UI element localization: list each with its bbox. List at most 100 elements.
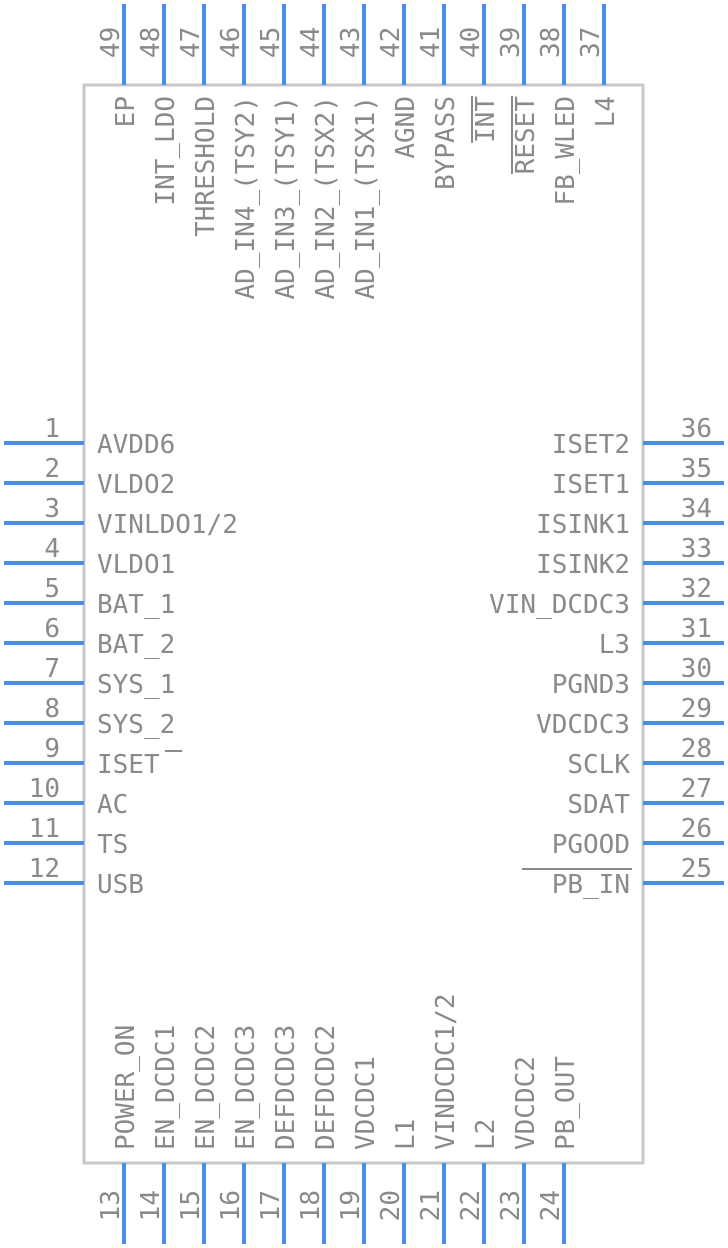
pin-number-2: 2 xyxy=(44,454,60,484)
pin-label-vldo1: VLDO1 xyxy=(97,550,175,580)
pin-label-ad-in2-tsx2: AD_IN2_(TSX2) xyxy=(311,96,341,300)
pin-number-27: 27 xyxy=(681,774,712,804)
pin-label-ad-in3-tsy1: AD_IN3_(TSY1) xyxy=(271,96,301,300)
pin-label-iset1: ISET1 xyxy=(552,470,630,500)
pin-number-14: 14 xyxy=(136,1190,166,1221)
pin-number-33: 33 xyxy=(681,534,712,564)
pin-label-int: INT xyxy=(471,96,501,143)
pin-number-26: 26 xyxy=(681,814,712,844)
pin-number-34: 34 xyxy=(681,494,712,524)
pin-label-ep: EP xyxy=(111,96,141,127)
pin-number-43: 43 xyxy=(336,27,366,58)
pin-label-sys-1: SYS_1 xyxy=(97,670,175,700)
pin-number-30: 30 xyxy=(681,654,712,684)
pin-label-ad-in4-tsy2: AD_IN4_(TSY2) xyxy=(231,96,261,300)
pin-label-l2: L2 xyxy=(471,1119,501,1150)
pin-label-sclk: SCLK xyxy=(567,750,630,780)
pin-number-22: 22 xyxy=(456,1190,486,1221)
pin-label-vdcdc2: VDCDC2 xyxy=(511,1056,541,1150)
pin-number-7: 7 xyxy=(44,654,60,684)
pin-number-24: 24 xyxy=(536,1190,566,1221)
pin-number-13: 13 xyxy=(96,1190,126,1221)
pin-label-pgnd3: PGND3 xyxy=(552,670,630,700)
pin-number-31: 31 xyxy=(681,614,712,644)
pin-label-en-dcdc2: EN_DCDC2 xyxy=(191,1025,221,1150)
pin-number-46: 46 xyxy=(216,27,246,58)
pin-label-bat-1: BAT_1 xyxy=(97,590,175,620)
ic-body xyxy=(82,83,645,1165)
pin-label-pb-out: PB_OUT xyxy=(551,1056,581,1150)
pin-number-29: 29 xyxy=(681,694,712,724)
pin-label-sys-2: SYS_2 xyxy=(97,710,175,740)
pin-label-l4: L4 xyxy=(591,96,621,127)
pin-label-l1: L1 xyxy=(391,1119,421,1150)
pin-number-45: 45 xyxy=(256,27,286,58)
pin-label-isink1: ISINK1 xyxy=(536,510,630,540)
pin-label-ts: TS xyxy=(97,830,128,860)
pin-number-6: 6 xyxy=(44,614,60,644)
pin-number-44: 44 xyxy=(296,27,326,58)
pin-number-21: 21 xyxy=(416,1190,446,1221)
pin-label-vldo2: VLDO2 xyxy=(97,470,175,500)
pin-label-reset: RESET xyxy=(511,96,541,175)
pin-number-18: 18 xyxy=(296,1190,326,1221)
pin-number-3: 3 xyxy=(44,494,60,524)
pin-number-9: 9 xyxy=(44,734,60,764)
pin-number-36: 36 xyxy=(681,414,712,444)
pin-label-power-on: POWER_ON xyxy=(111,1025,141,1150)
pin-number-47: 47 xyxy=(176,27,206,58)
pin-label-vin-dcdc3: VIN_DCDC3 xyxy=(489,590,630,620)
pin-label-bat-2: BAT_2 xyxy=(97,630,175,660)
pin-number-28: 28 xyxy=(681,734,712,764)
pin-label-int-ldo: INT_LDO xyxy=(151,96,181,206)
pin-label-usb: USB xyxy=(97,870,144,900)
pin-label-pgood: PGOOD xyxy=(552,830,630,860)
pin-number-23: 23 xyxy=(496,1190,526,1221)
pin-number-32: 32 xyxy=(681,574,712,604)
pin-label-avdd6: AVDD6 xyxy=(97,430,175,460)
pin-label-fb-wled: FB_WLED xyxy=(551,96,581,206)
pin-number-4: 4 xyxy=(44,534,60,564)
pin-number-49: 49 xyxy=(96,27,126,58)
pin-number-48: 48 xyxy=(136,27,166,58)
pin-number-25: 25 xyxy=(681,854,712,884)
pin-label-defdcdc3: DEFDCDC3 xyxy=(271,1025,301,1150)
pin-number-1: 1 xyxy=(44,414,60,444)
pin-label-pb-in: PB_IN xyxy=(552,870,630,900)
pin-number-37: 37 xyxy=(576,27,606,58)
pin-number-40: 40 xyxy=(456,27,486,58)
pin-label-agnd: AGND xyxy=(391,96,421,159)
pin-label-en-dcdc3: EN_DCDC3 xyxy=(231,1025,261,1150)
pin-label-threshold: THRESHOLD xyxy=(191,96,221,237)
pin-number-15: 15 xyxy=(176,1190,206,1221)
pin-label-vinldo1-2: VINLDO1/2 xyxy=(97,510,238,540)
pin-number-41: 41 xyxy=(416,27,446,58)
pin-number-39: 39 xyxy=(496,27,526,58)
pin-label-iset2: ISET2 xyxy=(552,430,630,460)
pin-number-19: 19 xyxy=(336,1190,366,1221)
pin-label-defdcdc2: DEFDCDC2 xyxy=(311,1025,341,1150)
pin-number-35: 35 xyxy=(681,454,712,484)
pin-number-16: 16 xyxy=(216,1190,246,1221)
pin-number-17: 17 xyxy=(256,1190,286,1221)
pin-number-5: 5 xyxy=(44,574,60,604)
pin-label-bypass: BYPASS xyxy=(431,96,461,190)
pin-label-sdat: SDAT xyxy=(567,790,630,820)
pin-number-38: 38 xyxy=(536,27,566,58)
pin-label-ad-in1-tsx1: AD_IN1_(TSX1) xyxy=(351,96,381,300)
pin-label-vindcdc1-2: VINDCDC1/2 xyxy=(431,993,461,1150)
pin-label-vdcdc3: VDCDC3 xyxy=(536,710,630,740)
pin-number-12: 12 xyxy=(29,854,60,884)
pin-number-42: 42 xyxy=(376,27,406,58)
pin-label-ac: AC xyxy=(97,790,128,820)
pin-number-20: 20 xyxy=(376,1190,406,1221)
pin-number-11: 11 xyxy=(29,814,60,844)
pins-group xyxy=(4,4,724,1244)
pin-label-iset: ISET xyxy=(97,750,160,780)
pin-label-l3: L3 xyxy=(599,630,630,660)
pin-number-8: 8 xyxy=(44,694,60,724)
pin-number-10: 10 xyxy=(29,774,60,804)
pin-label-en-dcdc1: EN_DCDC1 xyxy=(151,1025,181,1150)
